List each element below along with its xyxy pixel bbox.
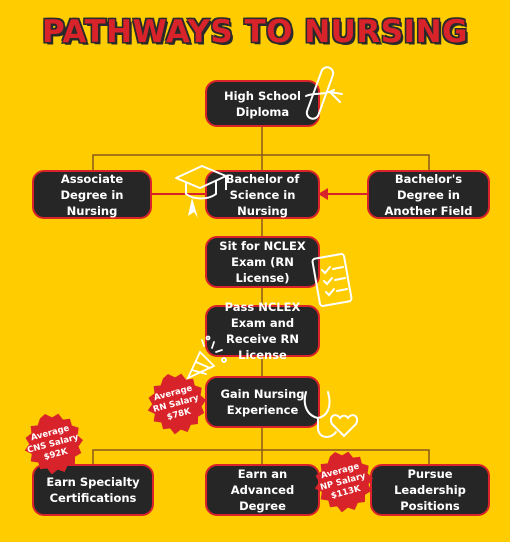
node-associate-degree: Associate Degree in Nursing bbox=[32, 170, 152, 219]
stethoscope-heart-icon bbox=[303, 391, 358, 438]
node-high-school-diploma: High School Diploma bbox=[205, 80, 320, 127]
node-earn-specialty-certifications: Earn Specialty Certifications bbox=[32, 464, 154, 516]
node-gain-nursing-experience: Gain Nursing Experience bbox=[205, 376, 320, 428]
diploma-scroll-icon bbox=[305, 66, 343, 120]
badge-rn-salary: Average RN Salary $78K bbox=[138, 366, 214, 442]
node-pass-nclex: Pass NCLEX Exam and Receive RN License bbox=[205, 300, 320, 362]
node-bachelor-of-science-nursing: Bachelor of Science in Nursing bbox=[205, 170, 320, 219]
checklist-clipboard-icon bbox=[311, 253, 353, 307]
node-sit-for-nclex: Sit for NCLEX Exam (RN License) bbox=[205, 236, 320, 288]
node-bachelor-other-field: Bachelor's Degree in Another Field bbox=[367, 170, 490, 219]
badge-np-salary: Average NP Salary $113K bbox=[305, 444, 381, 520]
page-title: PATHWAYS TO NURSING bbox=[42, 14, 468, 50]
node-earn-advanced-degree: Earn an Advanced Degree bbox=[205, 464, 320, 516]
badge-cns-salary: Average CNS Salary $92K bbox=[15, 406, 91, 482]
node-pursue-leadership: Pursue Leadership Positions bbox=[370, 464, 490, 516]
party-popper-icon bbox=[186, 335, 227, 380]
graduation-cap-icon bbox=[175, 165, 227, 218]
